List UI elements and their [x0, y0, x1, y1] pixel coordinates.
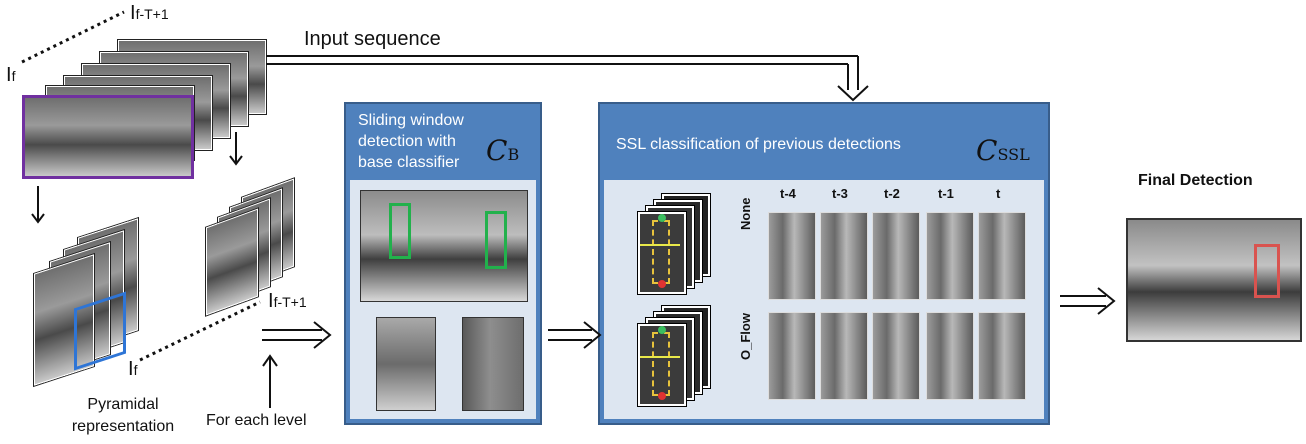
frame-current-label: If — [6, 64, 16, 86]
input-sequence-label: Input sequence — [304, 28, 441, 50]
down-arrow-left — [31, 186, 45, 224]
pedestrian-example-image — [462, 317, 524, 411]
sliding-window-image — [360, 190, 528, 302]
double-arrow-to-base — [262, 321, 332, 349]
crop-none-t-2 — [872, 212, 920, 300]
ssl-classifier-symbol: CSSL — [976, 134, 1030, 167]
pyramid-leader-line — [139, 300, 261, 362]
time-label: t-4 — [780, 186, 796, 201]
frame-leader-line — [21, 10, 125, 64]
final-detection-label: Final Detection — [1138, 172, 1253, 189]
time-label: t — [996, 186, 1001, 201]
double-arrow-to-final — [1060, 287, 1116, 315]
crop-oflow-t-2 — [872, 312, 920, 400]
down-arrow-right — [229, 132, 243, 166]
time-label: t-1 — [938, 186, 954, 201]
detection-box — [485, 211, 507, 269]
pyramidal-caption: Pyramidal representation — [71, 396, 175, 435]
ssl-classifier-panel: SSL classification of previous detection… — [598, 102, 1050, 425]
final-detection-box — [1254, 244, 1280, 298]
ssl-panel-body: None O_Flow t-4 t-3 t-2 t-1 t — [604, 180, 1044, 419]
input-sequence-arrow — [266, 55, 869, 102]
crop-oflow-t-4 — [768, 312, 816, 400]
ssl-panel-title: SSL classification of previous detection… — [616, 136, 901, 153]
base-classifier-symbol: CB — [486, 134, 520, 167]
pyramid-first-label: If-T+1 — [268, 290, 307, 312]
frame-first-label: If-T+1 — [130, 2, 169, 24]
crop-none-t-3 — [820, 212, 868, 300]
base-classifier-panel: Sliding window detection with base class… — [344, 102, 542, 425]
time-label: t-2 — [884, 186, 900, 201]
final-detection-image — [1126, 218, 1302, 342]
time-label: t-3 — [832, 186, 848, 201]
car-example-image — [376, 317, 436, 411]
current-frame — [22, 95, 194, 179]
crop-none-t-1 — [926, 212, 974, 300]
crop-none-t — [978, 212, 1026, 300]
crop-oflow-t-1 — [926, 312, 974, 400]
double-arrow-to-ssl — [548, 321, 602, 349]
crop-oflow-t — [978, 312, 1026, 400]
up-arrow-for-each-level — [262, 354, 278, 408]
crop-none-t-4 — [768, 212, 816, 300]
pyramid-current-label: If — [128, 358, 138, 380]
crop-oflow-t-3 — [820, 312, 868, 400]
base-panel-title: Sliding window detection with base class… — [358, 112, 464, 171]
detection-box — [389, 203, 411, 259]
for-each-level-label: For each level — [206, 412, 307, 429]
base-panel-body — [350, 180, 536, 419]
